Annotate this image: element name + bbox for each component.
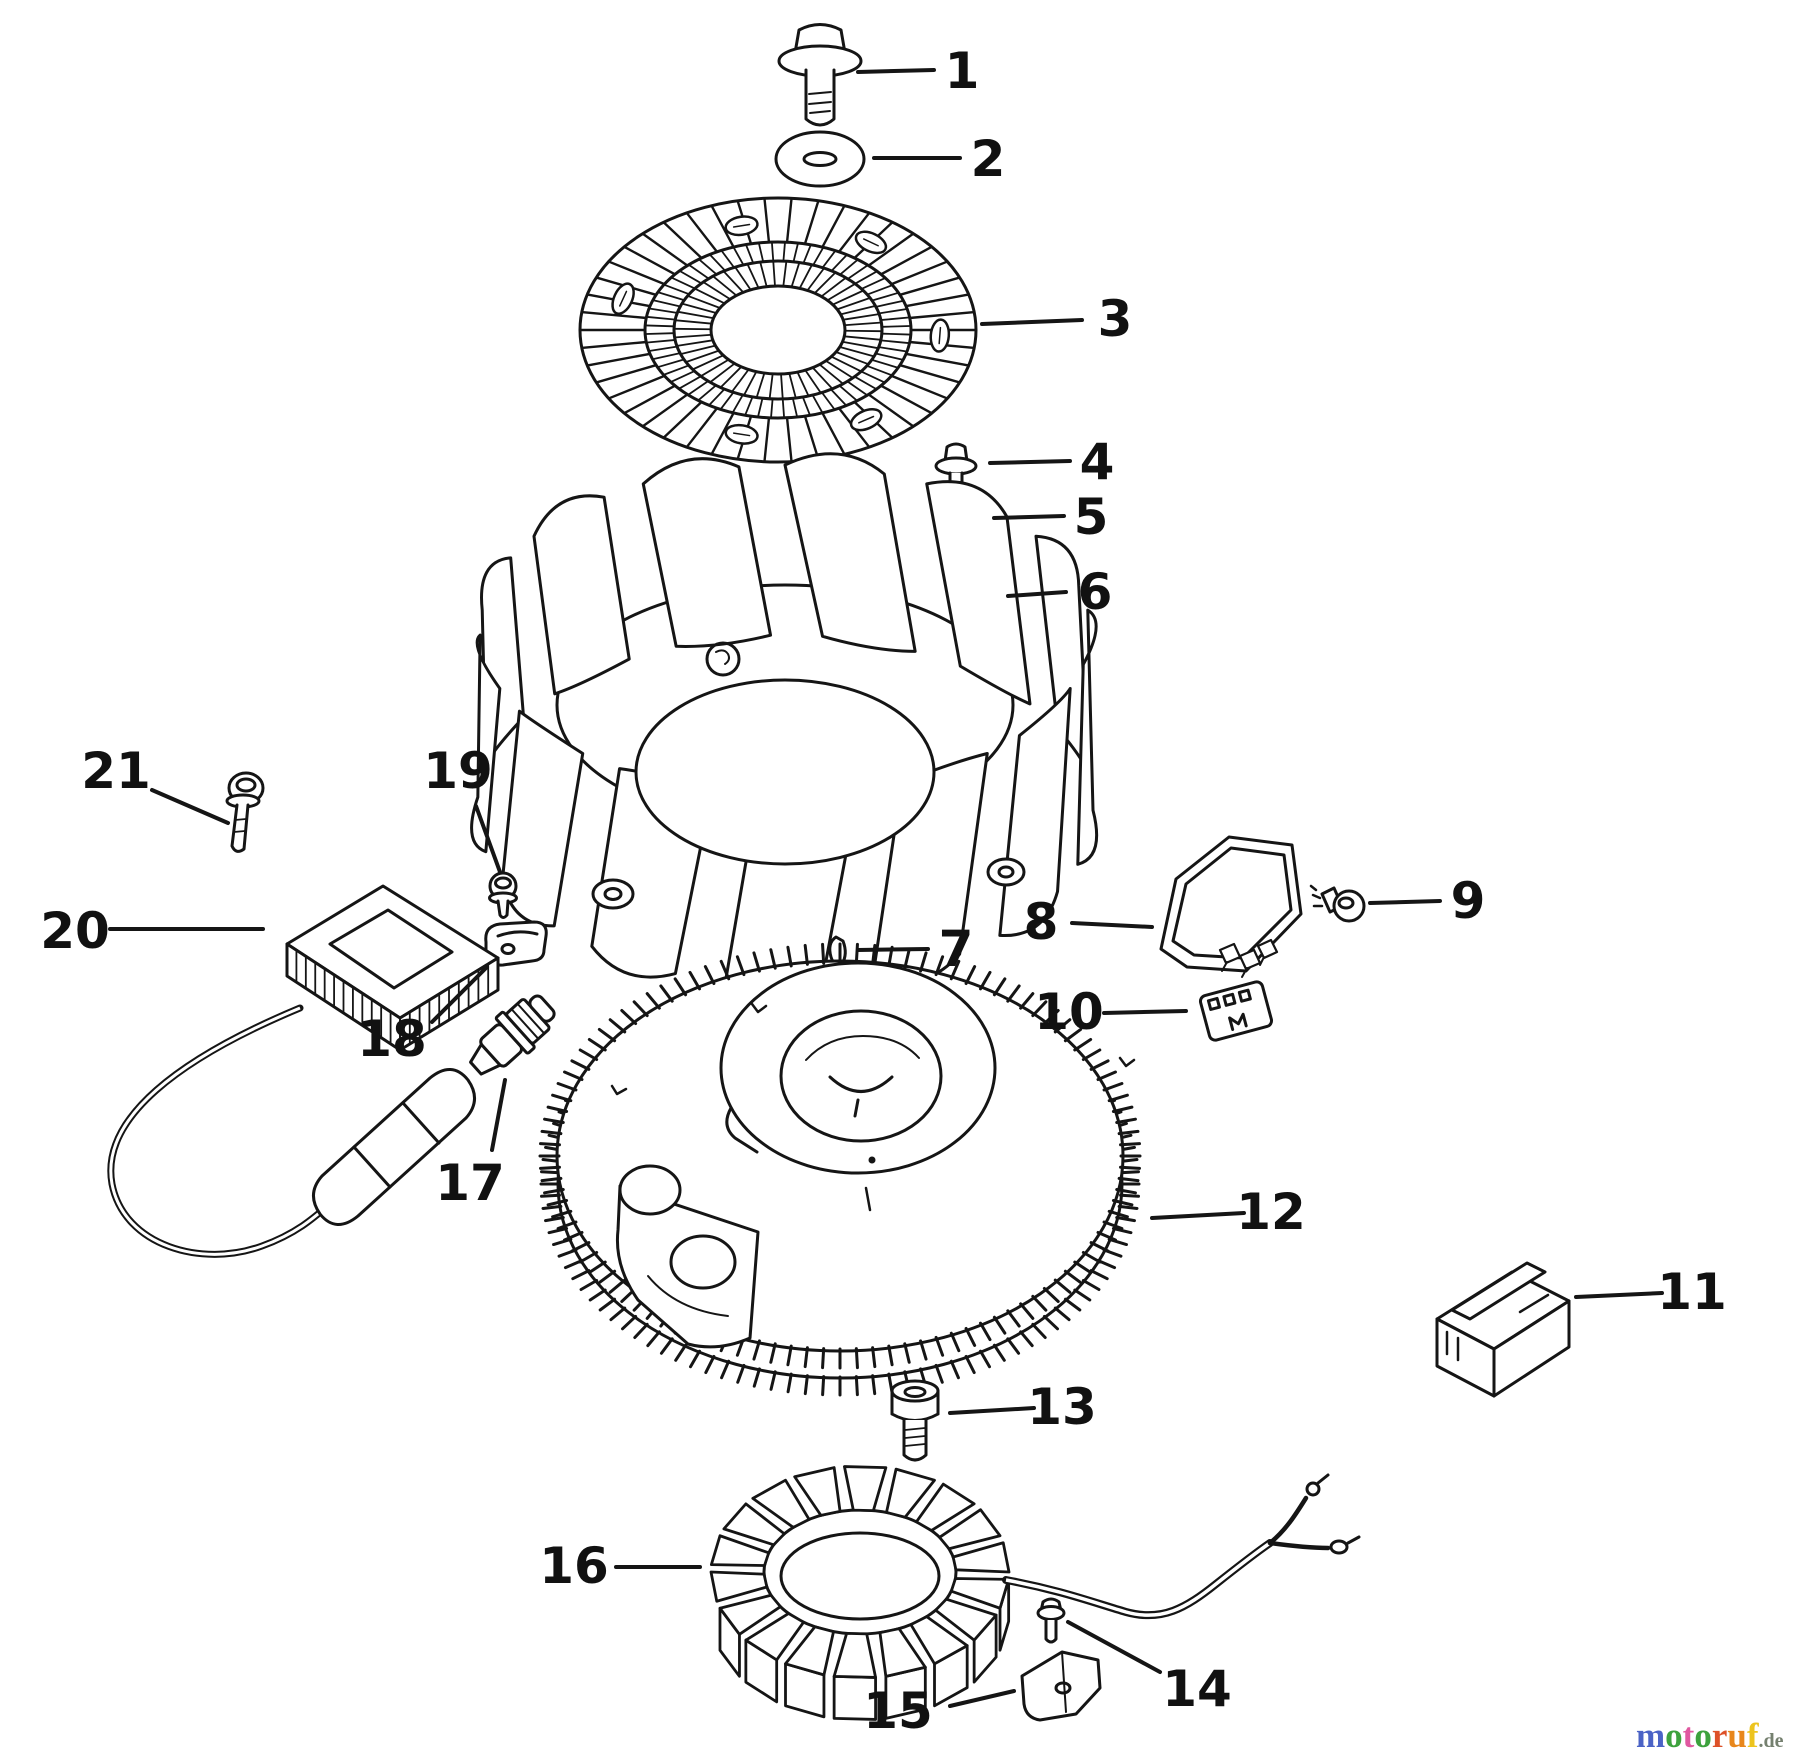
callout-2: 2: [872, 130, 1006, 188]
callout-7: 7: [856, 920, 974, 978]
part-rectifier-regulator-8: [1159, 835, 1303, 978]
callout-label-6: 6: [1078, 563, 1113, 621]
watermark-suffix: .de: [1758, 1730, 1784, 1752]
callout-8: 8: [1024, 893, 1154, 951]
callout-18: 18: [357, 965, 489, 1068]
callout-label-8: 8: [1024, 893, 1059, 951]
part-stator-bolt-14: [1036, 1597, 1066, 1644]
spark-plug-boot: [312, 1068, 476, 1226]
callout-label-4: 4: [1080, 433, 1115, 491]
part-module-mount-screw-21: [225, 771, 265, 853]
callout-label-13: 13: [1027, 1378, 1097, 1436]
callout-13: 13: [948, 1378, 1097, 1436]
callout-label-2: 2: [971, 130, 1006, 188]
callout-label-10: 10: [1034, 983, 1104, 1041]
callout-9: 9: [1368, 872, 1486, 930]
part-wire-clip-bracket-15: [1020, 1650, 1102, 1722]
part-spark-plug-terminal-17: [469, 994, 556, 1076]
callout-label-17: 17: [435, 1154, 505, 1212]
screen-mount-holes: [611, 215, 951, 445]
stator-coil-depth: [718, 1577, 1011, 1721]
callout-label-20: 20: [40, 902, 110, 960]
callout-label-7: 7: [939, 920, 974, 978]
watermark-letter: o: [1694, 1716, 1712, 1755]
callout-label-15: 15: [863, 1682, 933, 1740]
watermark-letter: r: [1711, 1716, 1728, 1755]
callout-label-1: 1: [945, 42, 980, 100]
callout-label-19: 19: [423, 742, 493, 800]
callout-15: 15: [863, 1682, 1016, 1740]
callout-label-11: 11: [1657, 1263, 1727, 1321]
stator-coils: [709, 1465, 1011, 1679]
callout-10: 10: [1034, 983, 1188, 1041]
callout-label-9: 9: [1451, 872, 1486, 930]
callout-label-3: 3: [1098, 290, 1133, 348]
watermark-letter: u: [1727, 1716, 1747, 1755]
callout-label-12: 12: [1236, 1183, 1306, 1241]
callout-19: 19: [423, 742, 502, 874]
callout-21: 21: [81, 742, 230, 825]
callout-1: 1: [856, 42, 980, 100]
watermark-letter: o: [1665, 1716, 1683, 1755]
watermark-letter: m: [1636, 1716, 1666, 1755]
part-flange-bolt-1: [777, 23, 863, 127]
callout-12: 12: [1150, 1183, 1306, 1241]
part-rectifier-screw-9: [1309, 884, 1366, 923]
part-debris-screen-3: [578, 196, 978, 464]
callout-20: 20: [40, 902, 265, 960]
callout-label-18: 18: [357, 1010, 427, 1068]
watermark-letter: f: [1746, 1716, 1759, 1755]
callout-label-5: 5: [1074, 488, 1109, 546]
callout-11: 11: [1574, 1263, 1727, 1321]
callout-label-21: 21: [81, 742, 151, 800]
callout-4: 4: [988, 433, 1115, 491]
part-flat-washer-2: [774, 130, 866, 188]
callout-6: 6: [1006, 563, 1113, 621]
part-connector-block-10: [1198, 980, 1274, 1042]
part-flywheel-bolt-13: [890, 1379, 940, 1462]
part-cable-clamp-18: [484, 920, 548, 967]
part-module-screw-19: [488, 871, 518, 919]
watermark-letter: t: [1682, 1716, 1695, 1755]
part-connector-housing-11: [1435, 1261, 1571, 1398]
callout-17: 17: [435, 1078, 507, 1212]
callout-label-14: 14: [1162, 1660, 1232, 1718]
callout-5: 5: [992, 488, 1109, 546]
callout-3: 3: [980, 290, 1133, 348]
part-flywheel-fan-6: [470, 452, 1099, 999]
callout-label-16: 16: [539, 1537, 609, 1595]
part-stator-16: [709, 1465, 1361, 1721]
callout-16: 16: [539, 1537, 702, 1595]
watermark-motoruf: motoruf.de: [1636, 1714, 1783, 1763]
callout-14: 14: [1066, 1620, 1232, 1718]
